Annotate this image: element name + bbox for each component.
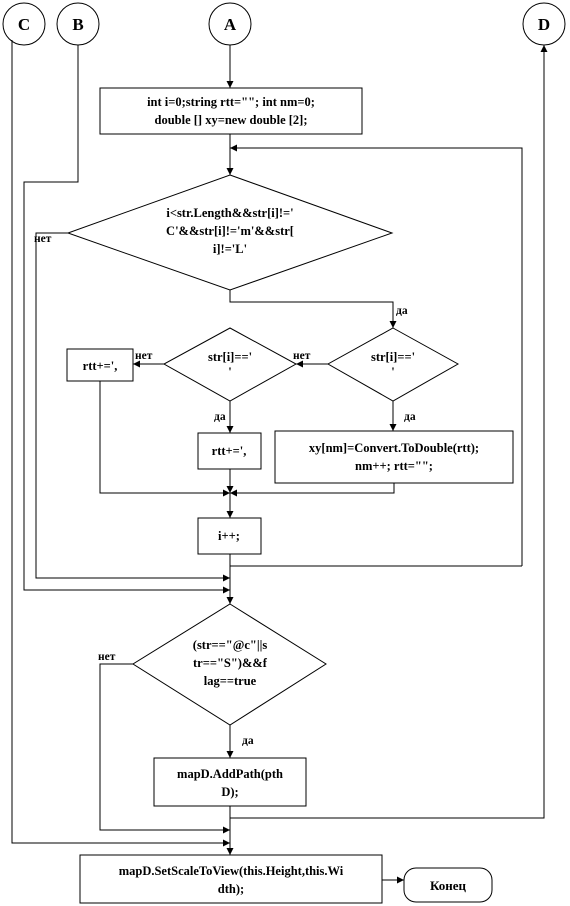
process-set-scale-line1: mapD.SetScaleToView(this.Height,this.Wi <box>119 864 344 878</box>
process-add-path: mapD.AddPath(pth D); <box>153 757 307 807</box>
process-init: int i=0;string rtt=""; int nm=0; double … <box>99 87 363 135</box>
terminator-end-text: Конец <box>430 878 467 893</box>
label-no-cond1: нет <box>34 233 52 245</box>
connector-b-label: B <box>72 15 83 34</box>
decision-char-right-line1: str[i]==' <box>371 350 415 364</box>
connector-a: A <box>208 2 252 46</box>
label-no-cond4: нет <box>98 651 116 663</box>
decision-loop-line1: i<str.Length&&str[i]!=' <box>166 206 293 220</box>
decision-loop-condition: i<str.Length&&str[i]!=' C'&&str[i]!='m'&… <box>66 174 394 291</box>
edge-b-junction <box>23 45 230 594</box>
edge-cond1-yes <box>229 290 397 328</box>
label-no-cond3: нет <box>293 350 311 362</box>
edge-xy-merge <box>230 483 395 497</box>
edge-labels: нет да нет да нет да нет да <box>34 233 416 747</box>
connector-d-label: D <box>538 15 550 34</box>
edge-cond4-no <box>99 663 230 834</box>
edge-cond1-no <box>35 232 230 582</box>
label-yes-cond3: да <box>404 411 416 423</box>
process-set-scale: mapD.SetScaleToView(this.Height,this.Wi … <box>79 854 383 904</box>
decision-loop-line3: i]!='L' <box>213 242 247 256</box>
process-rtt-left: rtt+=', <box>66 348 134 382</box>
decision-loop-line2: C'&&str[i]!='m'&&str[ <box>166 224 294 238</box>
edge-rtt-left-merge <box>99 381 230 497</box>
decision-char-left-line2: ' <box>228 365 231 379</box>
process-set-scale-line2: dth); <box>218 882 244 896</box>
edge-incr-loop <box>229 554 522 567</box>
process-xy-line2: nm++; rtt=""; <box>355 459 433 473</box>
decision-final-line1: (str=="@c"||s <box>193 638 268 652</box>
connector-d: D <box>522 2 566 46</box>
process-rtt-mid: rtt+=', <box>197 432 262 470</box>
decision-final-line3: lag==true <box>204 674 257 688</box>
process-increment-text: i++; <box>218 529 240 543</box>
label-yes-cond4: да <box>242 735 254 747</box>
label-no-cond2: нет <box>135 350 153 362</box>
process-add-path-line1: mapD.AddPath(pth <box>177 767 283 781</box>
edge-loop-back <box>230 144 523 566</box>
decision-char-left-line1: str[i]==' <box>208 350 252 364</box>
process-rtt-left-text: rtt+=', <box>83 359 118 373</box>
process-init-line2: double [] xy=new double [2]; <box>155 113 308 127</box>
connector-c: C <box>2 2 46 46</box>
decision-char-left: str[i]==' ' <box>162 327 298 402</box>
decision-final-line2: tr=="S")&&f <box>193 656 268 670</box>
connector-c-label: C <box>18 15 30 34</box>
process-increment: i++; <box>197 517 262 555</box>
decision-char-right-line2: ' <box>391 365 394 379</box>
label-yes-cond2: да <box>214 411 226 423</box>
connector-b: B <box>56 2 100 46</box>
edge-c-merge <box>11 40 230 847</box>
decision-char-right: str[i]==' ' <box>326 327 460 402</box>
process-rtt-mid-text: rtt+=', <box>212 444 247 458</box>
decision-final-condition: (str=="@c"||s tr=="S")&&f lag==true <box>132 603 327 726</box>
edges <box>11 40 548 884</box>
terminator-end: Конец <box>403 867 493 903</box>
process-init-line1: int i=0;string rtt=""; int nm=0; <box>147 95 315 109</box>
process-xy-line1: xy[nm]=Convert.ToDouble(rtt); <box>309 441 479 455</box>
label-yes-cond1: да <box>396 305 408 317</box>
process-add-path-line2: D); <box>221 785 238 799</box>
process-xy-convert: xy[nm]=Convert.ToDouble(rtt); nm++; rtt=… <box>274 430 514 484</box>
connector-a-label: A <box>224 15 237 34</box>
edge-to-d <box>230 45 548 819</box>
